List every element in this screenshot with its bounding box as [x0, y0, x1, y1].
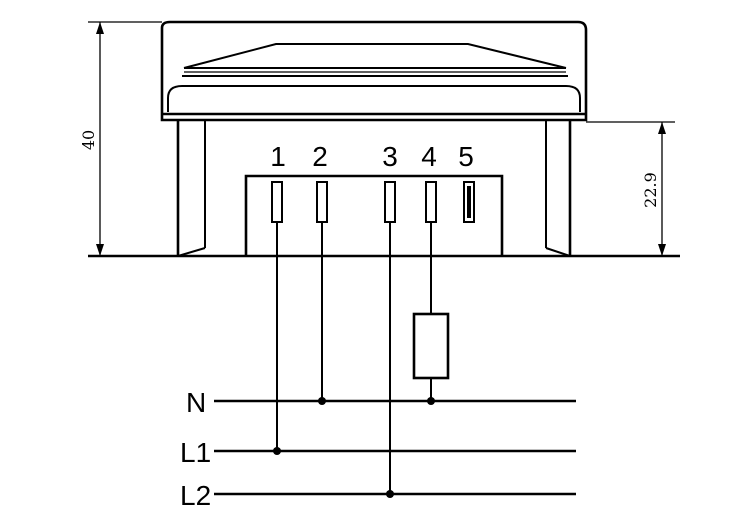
- dim-arrow-top: [96, 22, 104, 34]
- dimension-overall: 40: [79, 21, 162, 256]
- terminal-label-2: 2: [312, 141, 328, 172]
- line-label-n: N: [186, 387, 206, 418]
- terminal-pin-4: [425, 181, 437, 223]
- dim-label-terminal: 22.9: [641, 172, 660, 208]
- terminal-label-4: 4: [421, 141, 437, 172]
- line-label-l2: L2: [180, 480, 211, 511]
- cover-dome: [183, 43, 567, 69]
- body-foot-right: [545, 247, 571, 257]
- dim-arrow-top-right: [658, 122, 666, 134]
- body-foot-left: [177, 247, 206, 257]
- junction-dot-l1-1: [273, 447, 281, 455]
- terminal-label-1: 1: [270, 141, 286, 172]
- terminal-pin-3: [384, 181, 396, 223]
- terminal-pin-1: [271, 181, 283, 223]
- terminal-block: [244, 174, 504, 256]
- terminal-pin-5: [463, 181, 475, 223]
- cover-outline: [160, 20, 588, 122]
- terminal-labels: 1 2 3 4 5: [270, 141, 474, 172]
- wiring: [214, 222, 576, 498]
- dimension-terminal: 22.9: [586, 121, 675, 256]
- terminal-pin-2: [316, 181, 328, 223]
- junction-dot-n-4: [427, 397, 435, 405]
- line-label-l1: L1: [180, 437, 211, 468]
- junction-dot-l2-3: [386, 490, 394, 498]
- terminal-pins: [271, 181, 475, 223]
- terminal-label-5: 5: [458, 141, 474, 172]
- dim-label-overall: 40: [79, 130, 98, 150]
- line-labels: N L1 L2: [180, 387, 211, 511]
- dim-arrow-bottom: [96, 244, 104, 256]
- load-resistor: [412, 312, 450, 380]
- device-housing: [88, 20, 680, 258]
- junction-dot-n-2: [318, 397, 326, 405]
- dim-arrow-bottom-right: [658, 244, 666, 256]
- terminal-label-3: 3: [382, 141, 398, 172]
- bezel-band: [167, 85, 581, 112]
